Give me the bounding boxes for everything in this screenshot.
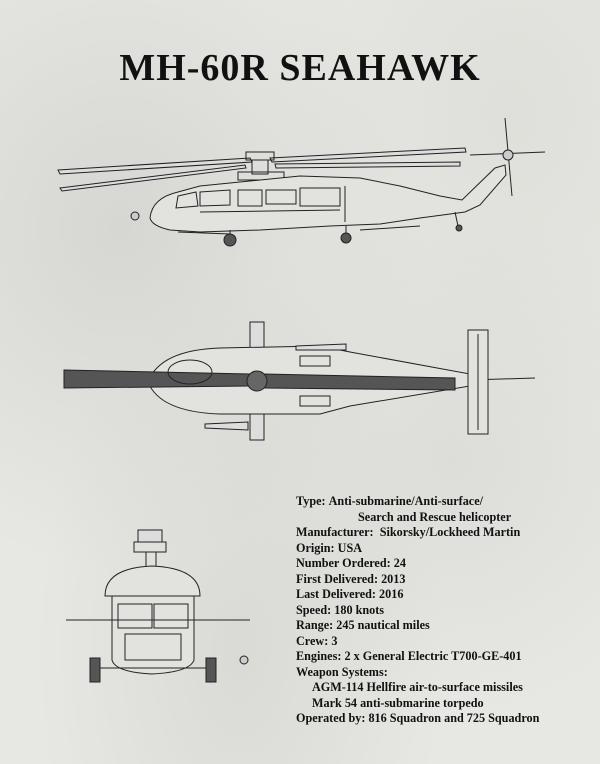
spec-speed: Speed: 180 knots xyxy=(296,603,596,619)
front-view-drawing xyxy=(66,529,250,683)
spec-value: 24 xyxy=(393,556,406,570)
spec-engines: Engines: 2 x General Electric T700-GE-40… xyxy=(296,649,596,665)
spec-label: Manufacturer: xyxy=(296,525,374,539)
poster-title: MH-60R SEAHAWK xyxy=(119,47,481,89)
spec-weapons-heading: Weapon Systems: xyxy=(296,664,388,679)
spec-origin: Origin: USA xyxy=(296,541,596,557)
spec-value: 245 nautical miles xyxy=(336,618,430,632)
spec-weapon-item: AGM-114 Hellfire air-to-surface missiles xyxy=(312,680,523,694)
spec-value: 2013 xyxy=(381,571,406,586)
spec-manufacturer: Manufacturer: Sikorsky/Lockheed Martin xyxy=(296,525,596,541)
spec-label: Crew: xyxy=(296,633,329,648)
spec-value: Sikorsky/Lockheed Martin xyxy=(379,525,521,539)
spec-label: Last Delivered: xyxy=(296,587,376,601)
spec-label: Type: xyxy=(296,494,326,508)
spec-value: USA xyxy=(337,540,363,555)
top-view-drawing xyxy=(63,321,536,441)
side-view-drawing xyxy=(57,117,546,247)
spec-value: 2 x General Electric T700-GE-401 xyxy=(344,649,522,663)
spec-type-continued: Search and Rescue helicopter xyxy=(358,509,512,524)
spec-label: Operated by: xyxy=(296,711,366,725)
spec-value: 3 xyxy=(331,633,338,648)
spec-value: 2016 xyxy=(379,587,404,601)
spec-label: Engines: xyxy=(296,649,342,663)
spec-last-delivered: Last Delivered: 2016 xyxy=(296,587,596,603)
spec-label: Number Ordered: xyxy=(296,556,391,570)
spec-label: First Delivered: xyxy=(296,571,379,586)
spec-range: Range: 245 nautical miles xyxy=(296,618,596,634)
spec-label: Speed: xyxy=(296,602,332,617)
spec-value: Anti-submarine/Anti-surface/ xyxy=(328,494,483,508)
spec-weapon-item: Mark 54 anti-submarine torpedo xyxy=(312,695,484,710)
spec-first-delivered: First Delivered: 2013 xyxy=(296,572,596,588)
spec-value: 180 knots xyxy=(334,602,385,617)
spec-value: 816 Squadron and 725 Squadron xyxy=(368,711,540,725)
spec-number-ordered: Number Ordered: 24 xyxy=(296,556,596,572)
spec-type: Type: Anti-submarine/Anti-surface/ xyxy=(296,494,596,510)
spec-operated-by: Operated by: 816 Squadron and 725 Squadr… xyxy=(296,711,596,727)
spec-label: Range: xyxy=(296,618,334,632)
spec-crew: Crew: 3 xyxy=(296,634,596,650)
spec-label: Origin: xyxy=(296,540,335,555)
spec-sheet: Type: Anti-submarine/Anti-surface/ Searc… xyxy=(296,494,596,727)
